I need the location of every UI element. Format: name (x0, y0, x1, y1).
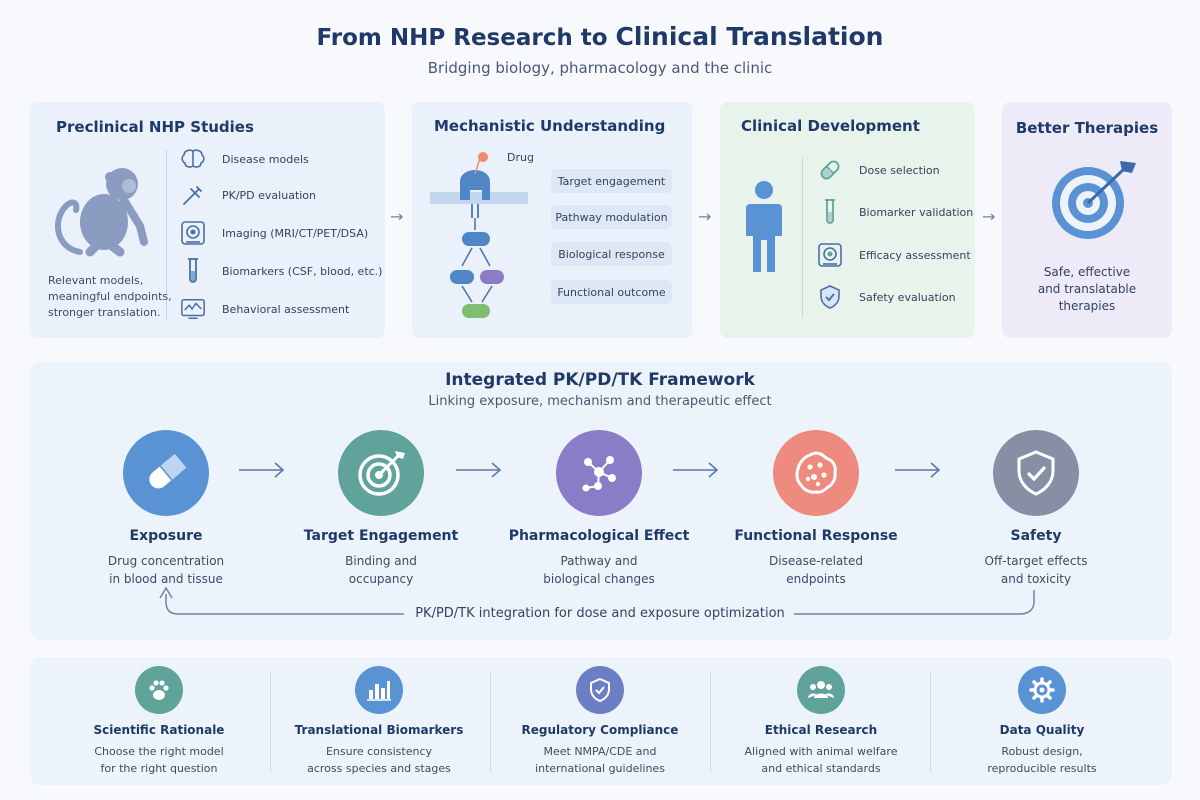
preclinical-note: Relevant models, meaningful endpoints, s… (48, 274, 172, 319)
stage-name: Pharmacological Effect (508, 528, 690, 544)
mechanistic-title: Mechanistic Understanding (434, 117, 666, 135)
preclinical-item-behavioral: Behavioral assessment (180, 296, 349, 322)
stage-arrow-1 (239, 462, 285, 478)
stage-name: Exposure (129, 528, 203, 544)
principle-name: Translational Biomarkers (294, 723, 464, 737)
target-icon (338, 430, 424, 516)
mechanism-step-functional-outcome: Functional outcome (551, 280, 672, 304)
preclinical-item-disease-models: Disease models (180, 146, 309, 172)
stage-arrow-4 (895, 462, 941, 478)
title-part-2: Clinical Translation (615, 22, 884, 51)
clinical-title: Clinical Development (741, 117, 920, 135)
clinical-item-biomarker: Biomarker validation (817, 199, 973, 225)
principle-name: Data Quality (999, 723, 1085, 737)
shield-check-icon (817, 284, 843, 310)
gear-icon (1018, 666, 1066, 714)
principles-divider (930, 672, 931, 772)
flow-arrow-1: → (390, 207, 404, 226)
shield-check-icon (576, 666, 624, 714)
clinical-divider (802, 158, 803, 318)
mechanism-diagram (430, 152, 528, 318)
framework-subtitle: Linking exposure, mechanism and therapeu… (428, 394, 772, 409)
syringe-icon (180, 182, 206, 208)
mechanism-step-pathway-modulation: Pathway modulation (551, 205, 672, 229)
shield-check-icon (993, 430, 1079, 516)
stage-arrow-2 (456, 462, 502, 478)
therapies-title: Better Therapies (1015, 119, 1159, 137)
principle-scientific-rationale: Scientific Rationale Choose the right mo… (49, 666, 269, 777)
stage-name: Target Engagement (303, 528, 459, 544)
page-subtitle: Bridging biology, pharmacology and the c… (427, 59, 773, 77)
people-icon (797, 666, 845, 714)
framework-title: Integrated PK/PD/TK Framework (445, 370, 755, 390)
preclinical-title: Preclinical NHP Studies (56, 118, 254, 136)
page-title: From NHP Research to Clinical Translatio… (0, 22, 1200, 51)
bar-chart-icon (355, 666, 403, 714)
principle-name: Regulatory Compliance (521, 723, 679, 737)
mechanism-step-target-engagement: Target engagement (551, 169, 672, 193)
preclinical-item-pkpd: PK/PD evaluation (180, 182, 316, 208)
flow-arrow-3: → (982, 207, 996, 226)
stage-name: Safety (1010, 528, 1062, 544)
preclinical-divider (166, 150, 167, 320)
person-icon (746, 181, 782, 272)
test-tube-icon (180, 258, 206, 284)
principle-ethical-research: Ethical Research Aligned with animal wel… (711, 666, 931, 777)
therapies-note: Safe, effective and translatable therapi… (1037, 265, 1137, 313)
target-icon (1052, 161, 1136, 239)
preclinical-item-biomarkers: Biomarkers (CSF, blood, etc.) (180, 258, 382, 284)
pill-icon (123, 430, 209, 516)
brain-icon (180, 146, 206, 172)
cell-icon (773, 430, 859, 516)
feedback-loop-label: PK/PD/TK integration for dose and exposu… (415, 606, 785, 621)
test-tube-icon (817, 199, 843, 225)
scanner-icon (180, 220, 206, 246)
principle-name: Scientific Rationale (93, 723, 225, 737)
principles-divider (710, 672, 711, 772)
network-icon (556, 430, 642, 516)
clinical-item-safety: Safety evaluation (817, 284, 956, 310)
stage-name: Functional Response (734, 528, 898, 544)
preclinical-item-imaging: Imaging (MRI/CT/PET/DSA) (180, 220, 368, 246)
paw-icon (135, 666, 183, 714)
clinical-item-efficacy: Efficacy assessment (817, 242, 971, 268)
capsule-icon (817, 157, 843, 183)
scanner-icon (817, 242, 843, 268)
principle-desc: Robust design,reproducible results (987, 745, 1097, 775)
principles-divider (270, 672, 271, 772)
flow-arrow-2: → (698, 207, 712, 226)
stage-arrow-3 (673, 462, 719, 478)
principle-data-quality: Data Quality Robust design,reproducible … (932, 666, 1152, 777)
monkey-icon (55, 168, 148, 257)
principle-translational-biomarkers: Translational Biomarkers Ensure consiste… (269, 666, 489, 777)
feedback-loop-arrow (159, 586, 1035, 615)
mechanism-step-biological-response: Biological response (551, 242, 672, 266)
title-part-1: From NHP Research to (316, 25, 616, 51)
principle-name: Ethical Research (764, 723, 878, 737)
monitor-chart-icon (180, 296, 206, 322)
principles-divider (490, 672, 491, 772)
drug-label: Drug (507, 151, 534, 164)
clinical-item-dose: Dose selection (817, 157, 940, 183)
